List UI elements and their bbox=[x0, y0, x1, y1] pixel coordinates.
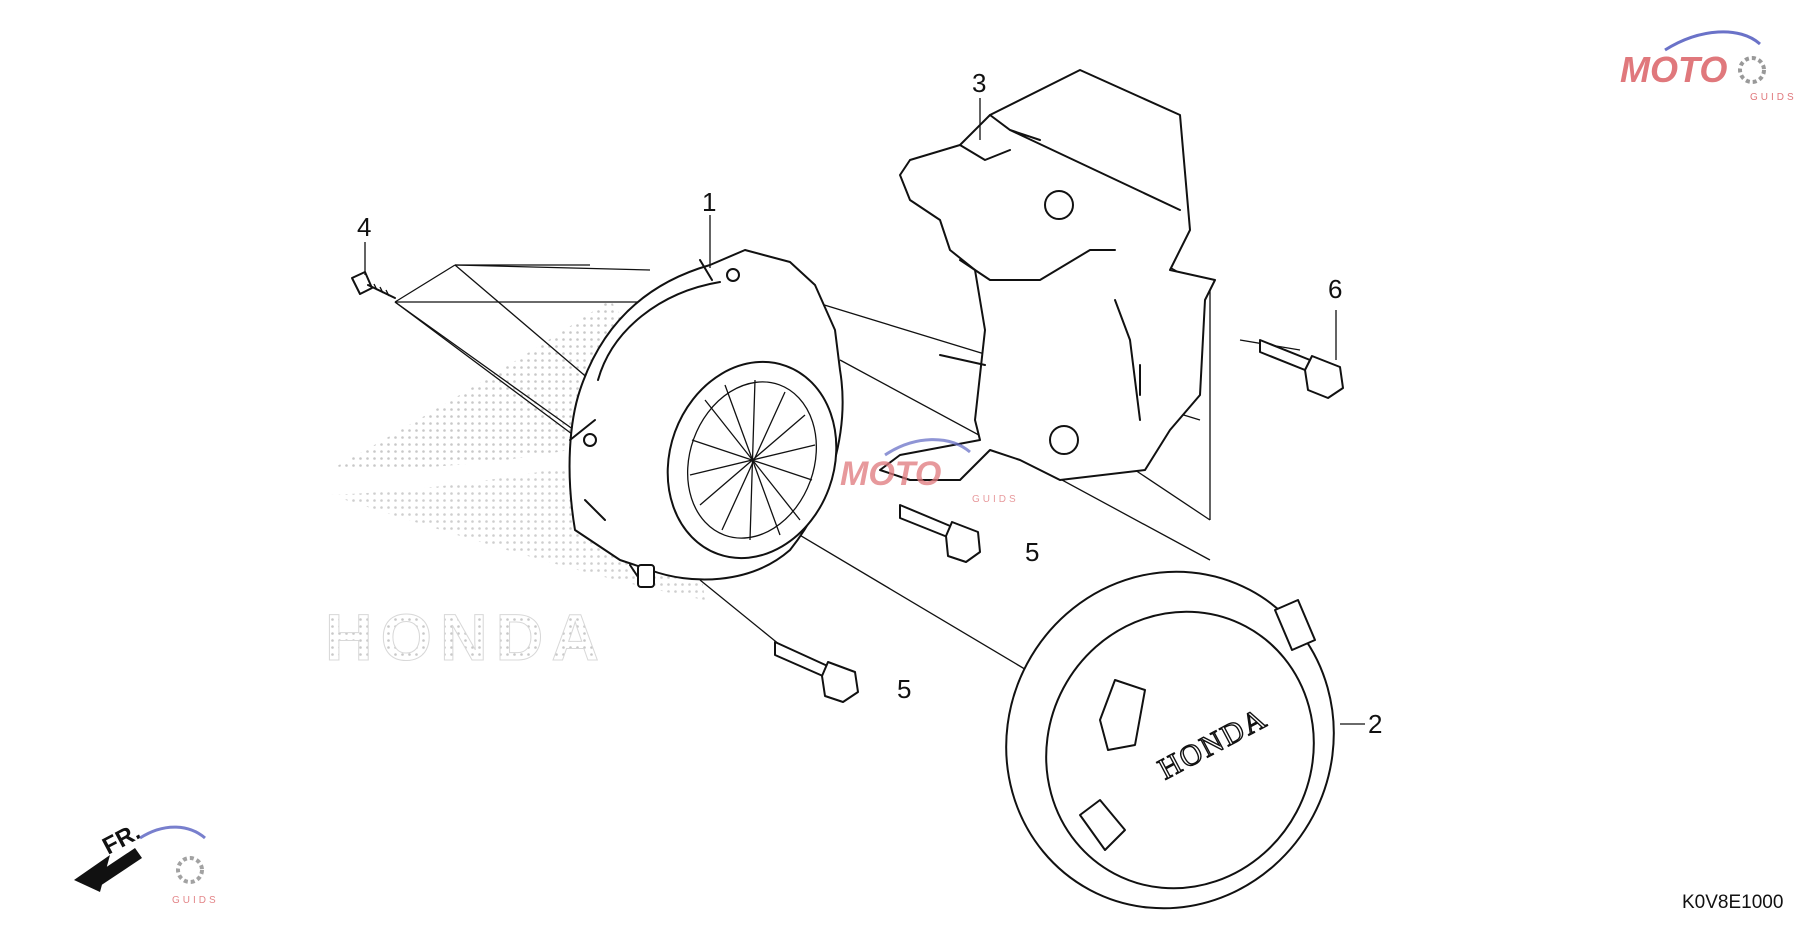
bolt-part-6 bbox=[1259, 339, 1344, 399]
background-honda-text: HONDA bbox=[325, 600, 607, 674]
callout-4: 4 bbox=[357, 212, 371, 242]
fan-cover-part-1 bbox=[568, 249, 844, 588]
moto-guids-watermark: MOTO GUIDS bbox=[1620, 30, 1797, 103]
watermark-gear-icon bbox=[1738, 56, 1766, 84]
watermark-swoosh-center-icon bbox=[884, 438, 971, 457]
bolt-part-5-upper bbox=[899, 504, 981, 563]
watermark-center-text: MOTO bbox=[840, 455, 941, 493]
watermark-gear-bottom-icon bbox=[176, 856, 204, 884]
watermark-text: MOTO bbox=[1620, 49, 1727, 90]
round-cover-part-2: HONDA bbox=[1005, 570, 1335, 910]
callout-6: 6 bbox=[1328, 274, 1342, 304]
callout-2: 2 bbox=[1368, 709, 1382, 739]
bolt-part-5-lower bbox=[774, 641, 859, 703]
callout-1: 1 bbox=[702, 187, 716, 217]
watermark-swoosh-icon bbox=[1664, 30, 1762, 52]
moto-guids-watermark-center: MOTO GUIDS bbox=[840, 438, 1019, 505]
direction-marker: FR. bbox=[74, 818, 145, 892]
callout-5-lower: 5 bbox=[897, 674, 911, 704]
upper-cover-part-3 bbox=[879, 69, 1216, 481]
watermark-swoosh-bottom-icon bbox=[139, 825, 206, 840]
callout-3: 3 bbox=[972, 68, 986, 98]
callout-leaders bbox=[364, 98, 1365, 725]
part-code: K0V8E1000 bbox=[1682, 892, 1783, 913]
screw-part-4 bbox=[351, 271, 396, 299]
watermark-bottom-subtext: GUIDS bbox=[172, 895, 219, 906]
arrow-left-down-icon bbox=[74, 848, 142, 892]
callout-5-upper: 5 bbox=[1025, 537, 1039, 567]
callout-labels: 1 2 3 4 5 5 6 bbox=[357, 68, 1382, 739]
watermark-center-subtext: GUIDS bbox=[972, 494, 1019, 505]
watermark-subtext: GUIDS bbox=[1750, 92, 1797, 103]
moto-guids-watermark-bottom: GUIDS bbox=[139, 825, 219, 906]
